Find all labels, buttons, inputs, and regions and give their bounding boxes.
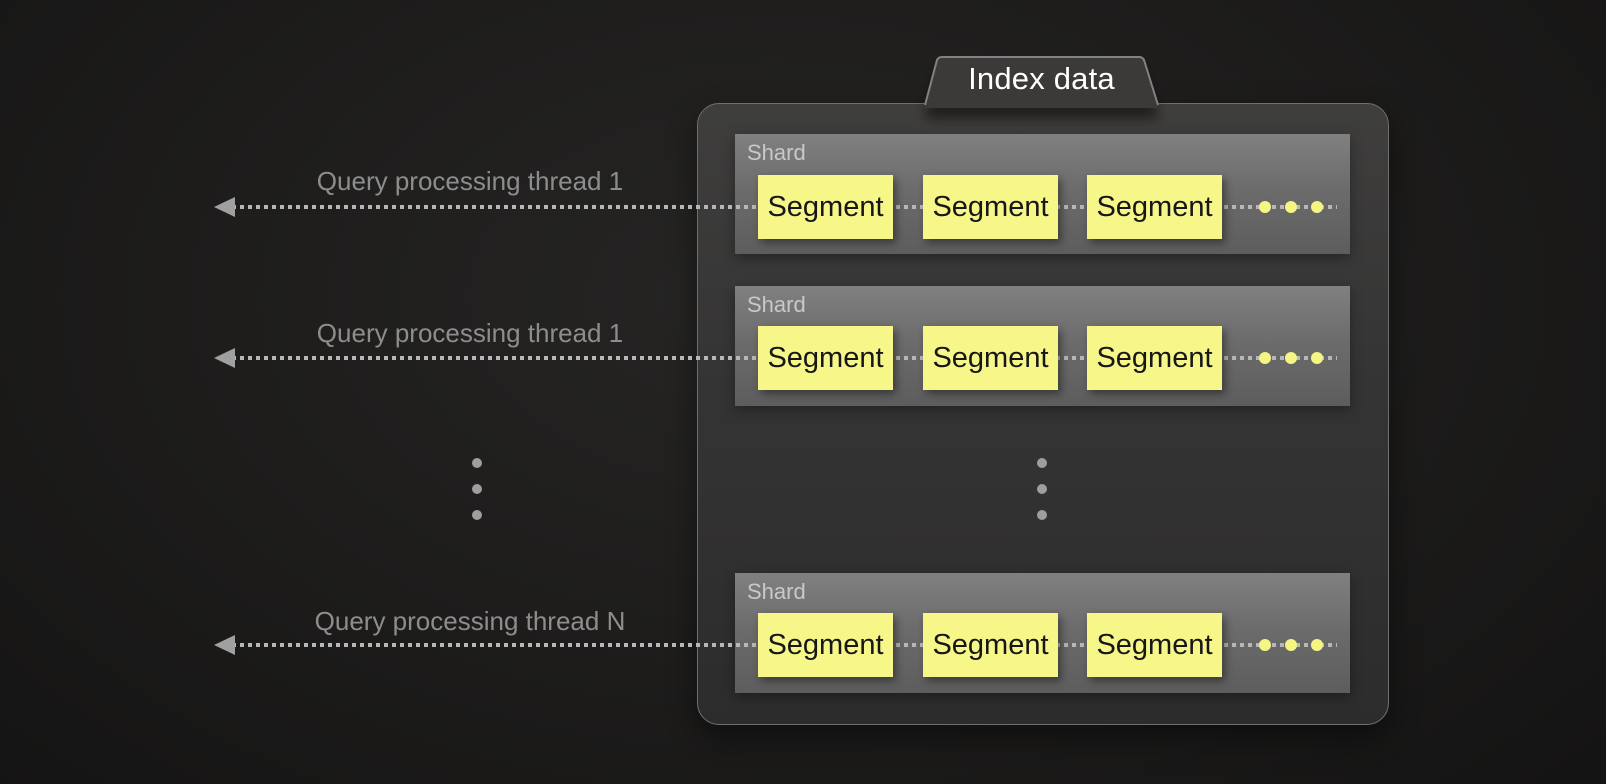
segment-box: Segment — [758, 326, 893, 390]
gray-dot-icon — [472, 458, 482, 468]
arrow-left-icon — [214, 197, 235, 217]
gray-dot-icon — [1037, 510, 1047, 520]
segment-box: Segment — [923, 175, 1058, 239]
yellow-dot-icon — [1285, 201, 1297, 213]
query-thread-label-1: Query processing thread 1 — [316, 166, 624, 196]
gray-dot-icon — [1037, 484, 1047, 494]
segment-box: Segment — [923, 613, 1058, 677]
segment-box: Segment — [1087, 326, 1222, 390]
more-segments-ellipsis-2 — [1259, 352, 1323, 364]
arrow-left-icon — [214, 635, 235, 655]
yellow-dot-icon — [1311, 639, 1323, 651]
segment-box: Segment — [758, 175, 893, 239]
segment-box: Segment — [1087, 613, 1222, 677]
yellow-dot-icon — [1259, 639, 1271, 651]
yellow-dot-icon — [1311, 201, 1323, 213]
arrow-left-icon — [214, 348, 235, 368]
yellow-dot-icon — [1285, 352, 1297, 364]
shard-3-label: Shard — [747, 579, 806, 604]
more-segments-ellipsis-1 — [1259, 201, 1323, 213]
segment-box: Segment — [1087, 175, 1222, 239]
more-threads-ellipsis — [472, 458, 482, 520]
yellow-dot-icon — [1285, 639, 1297, 651]
shard-1-label: Shard — [747, 140, 806, 165]
query-thread-label-2: Query processing thread 1 — [316, 318, 624, 348]
more-shards-ellipsis — [1037, 458, 1047, 520]
segment-box: Segment — [923, 326, 1058, 390]
yellow-dot-icon — [1311, 352, 1323, 364]
yellow-dot-icon — [1259, 352, 1271, 364]
query-thread-label-3: Query processing thread N — [314, 606, 626, 636]
index-data-title: Index data — [968, 61, 1115, 96]
gray-dot-icon — [472, 484, 482, 494]
gray-dot-icon — [472, 510, 482, 520]
shard-2-label: Shard — [747, 292, 806, 317]
yellow-dot-icon — [1259, 201, 1271, 213]
more-segments-ellipsis-3 — [1259, 639, 1323, 651]
gray-dot-icon — [1037, 458, 1047, 468]
segment-box: Segment — [758, 613, 893, 677]
